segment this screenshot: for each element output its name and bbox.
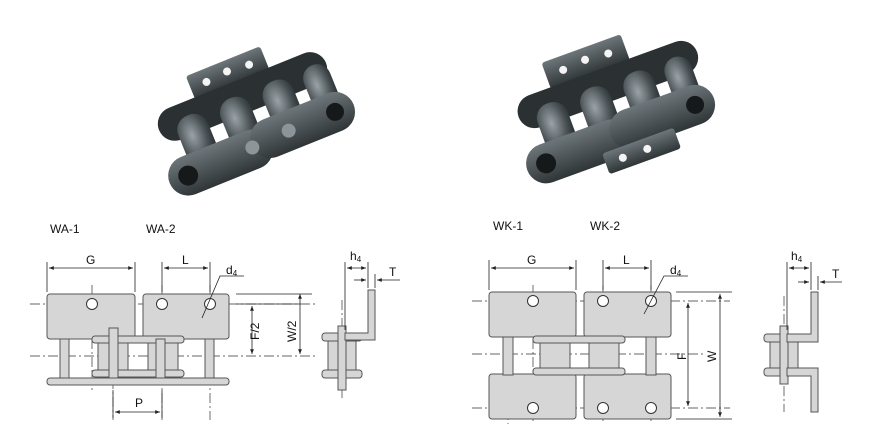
wk-dim-f: F xyxy=(675,353,689,360)
wa-dim-w-half: W/2 xyxy=(285,320,299,342)
wa-2-label: WA-2 xyxy=(146,222,176,236)
wa-2-attachment-plate xyxy=(142,293,230,340)
wa-dim-p: P xyxy=(135,396,143,410)
wk-dim-w: W xyxy=(705,350,719,362)
wa-dim-g: G xyxy=(86,253,95,267)
wk-dim-t: T xyxy=(832,267,840,281)
wk-2-bottom-plate xyxy=(583,373,672,420)
wk-side-view: h4 T xyxy=(763,249,842,413)
wk-1-bottom-plate xyxy=(488,373,577,420)
wa-dim-l: L xyxy=(182,253,189,267)
wa-side-view: h4 T xyxy=(321,249,400,398)
wk-1-top-plate xyxy=(488,291,577,338)
wa-dim-d4: d4 xyxy=(226,263,238,278)
wk-dim-l: L xyxy=(623,253,630,267)
wa-diagram: WA-1 WA-2 G xyxy=(30,222,400,420)
wk-diagram: WK-1 WK-2 G xyxy=(472,219,842,424)
wk-2-label: WK-2 xyxy=(590,219,620,233)
wa-dim-t: T xyxy=(389,265,397,279)
wa-dim-f-half: F/2 xyxy=(248,322,262,340)
wk-dim-g: G xyxy=(527,253,536,267)
wk-2-top-plate xyxy=(583,291,672,338)
wa-dim-h4: h4 xyxy=(350,249,362,264)
wk-attachment-chain-photo xyxy=(517,35,716,184)
wa-1-label: WA-1 xyxy=(50,222,80,236)
wk-dim-h4: h4 xyxy=(791,249,803,264)
wk-dim-d4: d4 xyxy=(670,263,682,278)
wk-1-label: WK-1 xyxy=(493,219,523,233)
wa-attachment-chain-photo xyxy=(157,47,356,196)
